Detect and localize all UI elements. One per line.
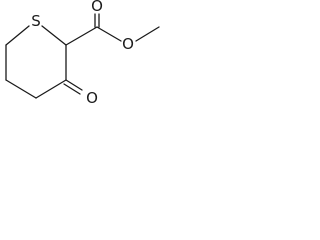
- bond-c2-c-ester: [65, 26, 98, 46]
- bond-c3-c4: [35, 79, 67, 99]
- bond-c4-c5: [5, 79, 37, 99]
- atom-ketone-oxygen-label: O: [86, 89, 98, 107]
- bond-s-c2: [41, 25, 67, 46]
- bond-c3-o-ketone-b: [63, 83, 81, 95]
- atom-ester-ether-oxygen-label: O: [122, 35, 134, 53]
- chemical-structure: S O O O: [5, 0, 160, 107]
- bond-o-ether-methyl: [135, 26, 160, 42]
- bond-c3-o-ketone-a: [65, 79, 83, 91]
- bond-c6-s: [5, 25, 30, 46]
- atom-ester-carbonyl-oxygen-label: O: [91, 0, 103, 15]
- bond-c-ester-o-ether: [96, 26, 122, 42]
- atom-sulfur-label: S: [31, 12, 41, 30]
